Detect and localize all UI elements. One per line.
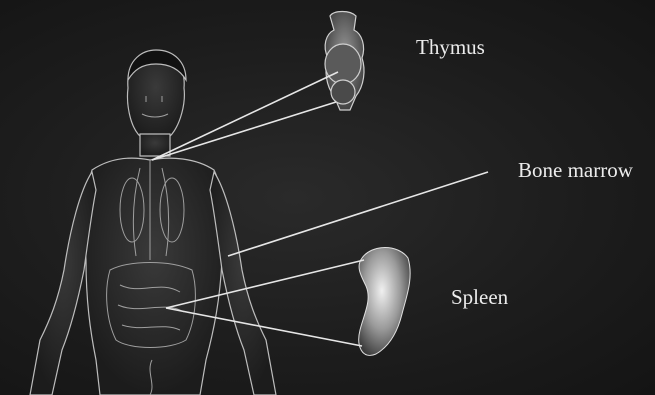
label-bone-marrow: Bone marrow — [518, 160, 633, 181]
label-thymus: Thymus — [416, 37, 485, 58]
torso-outline — [85, 158, 223, 395]
thymus-organ — [325, 12, 364, 111]
leader-line-bone-marrow — [228, 172, 488, 256]
human-body-figure — [30, 50, 276, 395]
label-spleen: Spleen — [451, 287, 508, 308]
neck-outline — [140, 134, 170, 156]
spleen-organ — [359, 248, 410, 356]
